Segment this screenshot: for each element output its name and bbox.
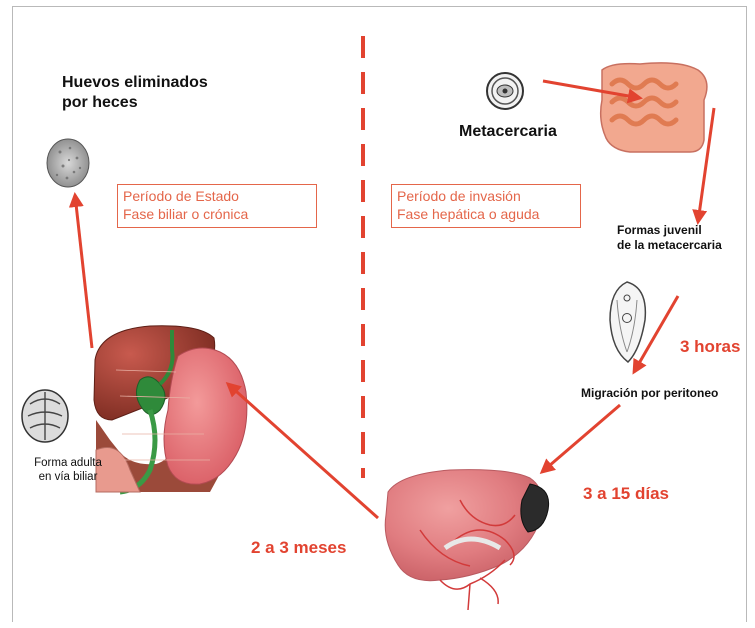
juvenile-label: Formas juvenil de la metacercaria — [617, 223, 722, 253]
duration-2-3-months: 2 a 3 meses — [251, 538, 346, 558]
adult-label-line1: Forma adulta — [23, 456, 113, 470]
metacercaria-icon — [487, 73, 523, 109]
eggs-label-line1: Huevos eliminados — [62, 73, 208, 93]
arrow-migration-to-liver — [542, 405, 620, 472]
duration-3-hours: 3 horas — [680, 337, 740, 357]
eggs-label: Huevos eliminados por heces — [62, 73, 208, 113]
metacercaria-label: Metacercaria — [459, 123, 557, 141]
adult-form-label: Forma adulta en vía biliar — [23, 456, 113, 484]
phase-box-acute: Período de invasión Fase hepática o agud… — [391, 184, 581, 228]
arrow-liver-to-biliary — [228, 384, 378, 518]
migration-label: Migración por peritoneo — [581, 386, 718, 400]
juvenile-label-line2: de la metacercaria — [617, 238, 722, 253]
liver-stomach-illustration — [94, 326, 247, 492]
phase-right-line1: Período de invasión — [397, 187, 575, 205]
eggs-label-line2: por heces — [62, 93, 208, 113]
juvenile-label-line1: Formas juvenil — [617, 223, 722, 238]
duration-3-15-days: 3 a 15 días — [583, 484, 669, 504]
adult-form-icon — [22, 390, 68, 442]
intestine-illustration — [601, 63, 707, 152]
phase-box-chronic: Período de Estado Fase biliar o crónica — [117, 184, 317, 228]
phase-left-line1: Período de Estado — [123, 187, 311, 205]
phase-left-line2: Fase biliar o crónica — [123, 205, 311, 223]
phase-right-line2: Fase hepática o aguda — [397, 205, 575, 223]
liver-illustration — [385, 470, 548, 610]
adult-label-line2: en vía biliar — [23, 470, 113, 484]
egg-icon — [47, 139, 89, 187]
arrow-biliary-to-eggs — [75, 195, 92, 348]
juvenile-fluke-icon — [610, 282, 645, 362]
